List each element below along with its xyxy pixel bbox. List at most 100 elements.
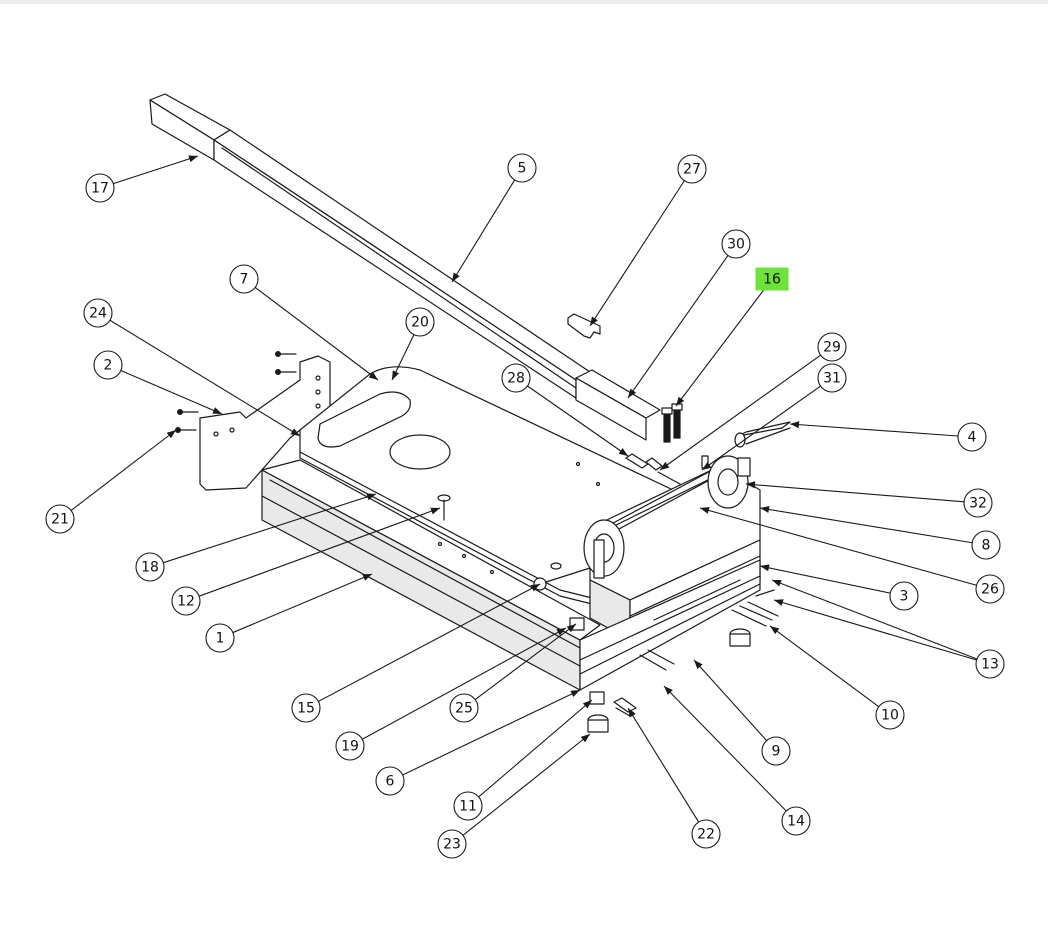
- callout-label: 16: [763, 272, 781, 288]
- callout-31[interactable]: 31: [817, 363, 847, 393]
- callout-28[interactable]: 28: [501, 363, 531, 393]
- callout-bubble: [405, 307, 435, 337]
- callout-2[interactable]: 2: [93, 350, 123, 380]
- callout-13[interactable]: 13: [975, 649, 1005, 679]
- leader-arrowhead-22: [628, 708, 636, 718]
- callout-32[interactable]: 32: [963, 488, 993, 518]
- callout-label: 6: [386, 774, 395, 790]
- callout-bubble: [291, 693, 321, 723]
- leader-line-25: [474, 623, 577, 701]
- callout-30[interactable]: 30: [721, 229, 751, 259]
- leader-arrowhead-21: [166, 430, 176, 439]
- callout-16[interactable]: 16: [755, 267, 789, 291]
- callout-bubble: [335, 731, 365, 761]
- callout-22[interactable]: 22: [691, 819, 721, 849]
- callout-label: 26: [981, 582, 999, 598]
- callout-7[interactable]: 7: [229, 264, 259, 294]
- callout-4[interactable]: 4: [957, 422, 987, 452]
- callout-6[interactable]: 6: [375, 766, 405, 796]
- clip-27: [567, 313, 601, 339]
- callout-label: 11: [459, 799, 477, 815]
- callout-21[interactable]: 21: [45, 504, 75, 534]
- callout-label: 9: [772, 744, 781, 760]
- leader-arrowhead-25: [566, 624, 576, 633]
- callout-bubble: [93, 350, 123, 380]
- callout-23[interactable]: 23: [437, 829, 467, 859]
- leader-arrowhead-31: [702, 461, 712, 470]
- callout-label: 21: [51, 512, 69, 528]
- callout-bubble: [507, 153, 537, 183]
- leader-arrowhead-13: [772, 579, 782, 587]
- callout-label: 10: [881, 708, 899, 724]
- rod-4: [734, 421, 791, 448]
- leader-arrowhead-29: [660, 461, 670, 470]
- pin-12: [437, 494, 451, 521]
- callout-label: 24: [89, 306, 107, 322]
- callout-bubble: [875, 700, 905, 730]
- callout-19[interactable]: 19: [335, 731, 365, 761]
- callout-20[interactable]: 20: [405, 307, 435, 337]
- callout-highlight: [755, 267, 789, 291]
- callout-9[interactable]: 9: [761, 736, 791, 766]
- callout-14[interactable]: 14: [781, 806, 811, 836]
- callout-label: 4: [968, 430, 977, 446]
- leader-line-18: [163, 493, 377, 564]
- callout-label: 7: [240, 272, 249, 288]
- bracket-screws: [175, 351, 297, 433]
- leader-line-6: [402, 689, 581, 776]
- leader-arrowhead-26: [700, 507, 710, 514]
- leader-line-11: [478, 699, 593, 798]
- leader-arrowhead-11: [582, 700, 592, 709]
- leader-line-8: [759, 507, 973, 544]
- leader-line-9: [693, 659, 768, 741]
- leader-line-28: [527, 385, 629, 457]
- callout-bubble: [817, 332, 847, 362]
- callout-label: 29: [823, 340, 841, 356]
- leader-arrowhead-19: [556, 628, 566, 636]
- callout-label: 15: [297, 701, 315, 717]
- leader-arrowhead-12: [430, 507, 440, 515]
- callout-10[interactable]: 10: [875, 700, 905, 730]
- callout-29[interactable]: 29: [817, 332, 847, 362]
- callout-bubble: [677, 154, 707, 184]
- leader-line-22: [627, 707, 700, 823]
- leader-arrowhead-17: [188, 155, 198, 163]
- leader-arrowhead-20: [392, 370, 400, 380]
- callout-12[interactable]: 12: [171, 586, 201, 616]
- callout-label: 2: [104, 358, 113, 374]
- callout-bubble: [83, 298, 113, 328]
- callout-27[interactable]: 27: [677, 154, 707, 184]
- callout-label: 23: [443, 837, 461, 853]
- leader-line-13: [773, 599, 977, 661]
- callout-label: 1: [216, 631, 225, 647]
- leader-arrowhead-3: [760, 564, 770, 572]
- callout-15[interactable]: 15: [291, 693, 321, 723]
- callout-25[interactable]: 25: [449, 693, 479, 723]
- callout-24[interactable]: 24: [83, 298, 113, 328]
- callout-bubble: [85, 173, 115, 203]
- callout-label: 17: [91, 181, 109, 197]
- callout-11[interactable]: 11: [453, 791, 483, 821]
- callout-bubble: [957, 422, 987, 452]
- callout-8[interactable]: 8: [971, 530, 1001, 560]
- callout-bubble: [449, 693, 479, 723]
- base-body: [261, 459, 601, 691]
- callout-18[interactable]: 18: [135, 552, 165, 582]
- leader-arrowhead-2: [212, 407, 222, 414]
- leader-arrowhead-18: [366, 493, 376, 501]
- callout-3[interactable]: 3: [889, 581, 919, 611]
- leader-arrowhead-10: [770, 626, 780, 635]
- callout-bubble: [721, 229, 751, 259]
- callout-26[interactable]: 26: [975, 574, 1005, 604]
- pin-28: [625, 453, 681, 485]
- callout-17[interactable]: 17: [85, 173, 115, 203]
- callout-1[interactable]: 1: [205, 623, 235, 653]
- leader-arrowhead-1: [362, 574, 372, 581]
- leader-arrowhead-7: [368, 371, 378, 380]
- leader-line-30: [627, 255, 729, 399]
- callout-5[interactable]: 5: [507, 153, 537, 183]
- leader-line-16: [675, 289, 764, 407]
- callout-label: 31: [823, 371, 841, 387]
- callout-bubble: [501, 363, 531, 393]
